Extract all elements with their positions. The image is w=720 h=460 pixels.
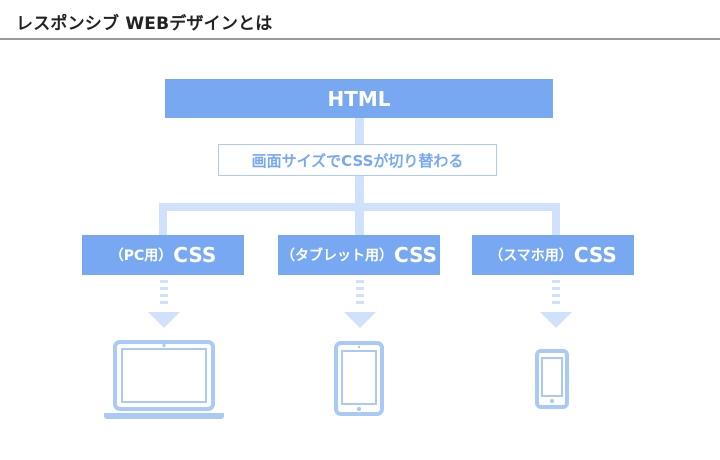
pc-css-node-sublabel: （PC用） (109, 248, 173, 264)
tablet-css-node: （タブレット用）CSS (278, 235, 440, 275)
pc-css-node-css-label: CSS (173, 243, 217, 267)
pc-css-node: （PC用）CSS (82, 235, 244, 275)
smartphone-icon (535, 349, 569, 409)
css-switch-label-box: 画面サイズでCSSが切り替わる (218, 144, 497, 176)
laptop-icon (104, 340, 224, 419)
connector-root-trunk (355, 118, 364, 144)
page-title: レスポンシブ WEBデザインとは (16, 14, 273, 34)
connector-drop-smartphone (552, 203, 560, 235)
dotted-connector-smartphone (552, 280, 560, 308)
tablet-css-node-css-label: CSS (394, 243, 437, 267)
html-node: HTML (165, 79, 553, 118)
connector-drop-pc (159, 203, 167, 235)
smartphone-css-node-css-label: CSS (573, 243, 617, 267)
arrow-down-tablet-icon (344, 312, 376, 328)
connector-drop-tablet (355, 203, 364, 235)
dotted-connector-tablet (356, 280, 364, 308)
tablet-icon (334, 341, 384, 416)
tablet-css-node-sublabel: （タブレット用） (281, 248, 394, 264)
css-switch-label: 画面サイズでCSSが切り替わる (251, 151, 464, 170)
arrow-down-smartphone-icon (540, 312, 572, 328)
connector-switch-trunk (355, 176, 364, 207)
smartphone-css-node: （スマホ用）CSS (472, 235, 634, 275)
smartphone-css-node-sublabel: （スマホ用） (489, 248, 573, 264)
title-divider (0, 38, 720, 40)
html-node-label: HTML (327, 86, 391, 111)
dotted-connector-pc (160, 280, 168, 308)
arrow-down-pc-icon (148, 312, 180, 328)
